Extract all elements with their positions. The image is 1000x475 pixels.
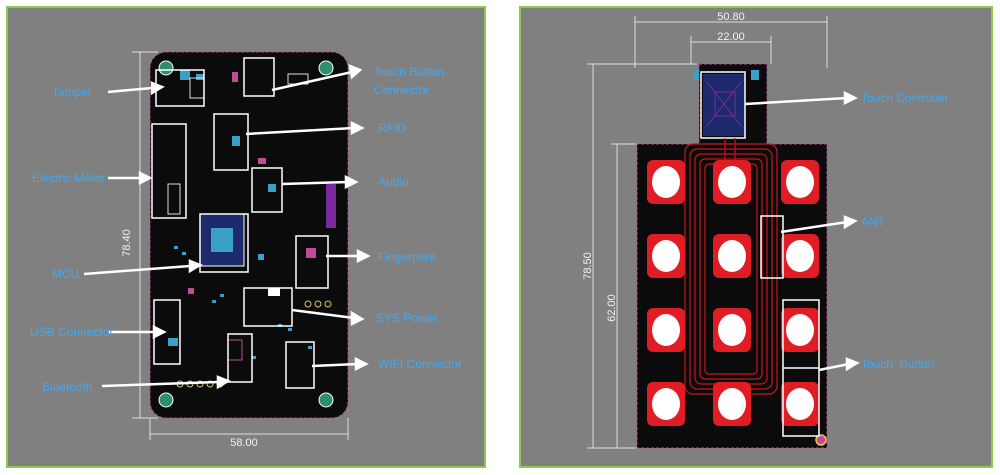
width-dimension-text: 58.00 (230, 437, 258, 449)
arrow-right-icon (843, 215, 858, 230)
touch-pad (713, 160, 751, 204)
component (693, 70, 699, 80)
component (258, 254, 264, 260)
arrow-right-icon (138, 170, 153, 186)
rfid-highlight (213, 113, 249, 171)
width-top-dimension-text: 50.80 (717, 11, 745, 23)
mounting-holes (158, 60, 334, 408)
callout-arrows (744, 90, 860, 372)
left-pcb-diagram: 78.40 58.00 (30, 51, 462, 449)
arrow-right-icon (150, 81, 165, 96)
mounting-hole-icon (318, 392, 334, 408)
callout-arrows (83, 64, 371, 390)
component (258, 158, 266, 164)
right-pcb-panel: 50.80 22.00 78.50 62.00 (519, 6, 993, 468)
left-pcb-panel: 78.40 58.00 (6, 6, 486, 468)
component (168, 338, 178, 346)
pcb-components (167, 70, 336, 388)
width-tab-dimension-text: 22.00 (717, 31, 745, 43)
mounting-hole-icon (318, 60, 334, 76)
highlight-boxes (151, 57, 329, 389)
component (188, 288, 194, 294)
bluetooth-highlight (227, 333, 253, 383)
label-audio: Audio (378, 175, 409, 189)
mcu-highlight (199, 213, 249, 273)
mcu-die (211, 228, 233, 252)
mounting-hole-icon (158, 392, 174, 408)
arrow-right-icon (350, 120, 365, 136)
label-tamper: Tamper (52, 85, 92, 99)
fingerprint-highlight (295, 235, 329, 289)
label-wifi-connector: WIFI Connector (378, 357, 462, 371)
label-bluetooth: Bluetooth (42, 380, 93, 394)
right-pcb-diagram: 50.80 22.00 78.50 62.00 (582, 11, 948, 449)
touch-pad (781, 308, 819, 352)
arrow-right-icon (843, 90, 858, 106)
touch-pads (647, 160, 819, 426)
touch-button-connector-highlight (243, 57, 275, 97)
touch-pad (647, 308, 685, 352)
mounting-hole-icon (815, 434, 827, 446)
component (268, 288, 280, 296)
component (232, 136, 240, 146)
label-touch-button-connector: Touch Button (374, 65, 444, 79)
component (268, 184, 276, 192)
label-touch-button-connector-line2: Connector (374, 83, 429, 97)
touch-pad (713, 382, 751, 426)
arrow-right-icon (350, 310, 365, 327)
height-body-dimension-text: 62.00 (606, 294, 618, 322)
component (180, 70, 190, 80)
touch-pad (781, 160, 819, 204)
touch-pad (713, 234, 751, 278)
label-mcu: MCU (52, 267, 79, 281)
touch-controller-highlight (700, 71, 746, 139)
touch-pad (713, 308, 751, 352)
audio-highlight (251, 167, 283, 213)
arrow-right-icon (348, 64, 363, 80)
label-ant: ANT (861, 215, 886, 229)
component (167, 183, 181, 215)
main-pcb-board (149, 51, 349, 419)
component (196, 74, 204, 80)
ant-highlight (760, 215, 784, 279)
component (232, 72, 238, 82)
touch-controller-traces (706, 81, 742, 127)
label-sys-power: SYS Power (376, 311, 437, 325)
purple-strip (326, 184, 336, 228)
touch-pad (647, 160, 685, 204)
arrow-right-icon (354, 356, 369, 372)
touch-controller-chip (703, 74, 745, 136)
arrow-right-icon (356, 248, 371, 264)
label-usb-connector: USB Connector (30, 325, 113, 339)
sys-power-highlight (243, 287, 293, 327)
label-electric-motor: Electric Motor (32, 171, 105, 185)
arrow-right-icon (845, 357, 860, 372)
touch-pad (781, 382, 819, 426)
arrow-right-icon (216, 375, 231, 390)
label-rfid: RFID (378, 121, 406, 135)
component (306, 248, 316, 258)
component (751, 70, 759, 80)
label-touch-button: Touch Button (861, 357, 934, 371)
arrow-right-icon (188, 259, 203, 274)
arrow-right-icon (344, 174, 359, 190)
height-total-dimension-text: 78.50 (582, 252, 594, 280)
height-dimension-text: 78.40 (121, 229, 133, 257)
touch-pad (647, 382, 685, 426)
label-fingerprint: Fingerprint (378, 250, 436, 264)
touch-pad (781, 234, 819, 278)
mounting-hole-icon (158, 60, 174, 76)
label-touch-controller: Touch Controller (861, 91, 948, 105)
electric-motor-highlight (151, 123, 187, 219)
touch-pad (647, 234, 685, 278)
arrow-right-icon (152, 324, 167, 340)
